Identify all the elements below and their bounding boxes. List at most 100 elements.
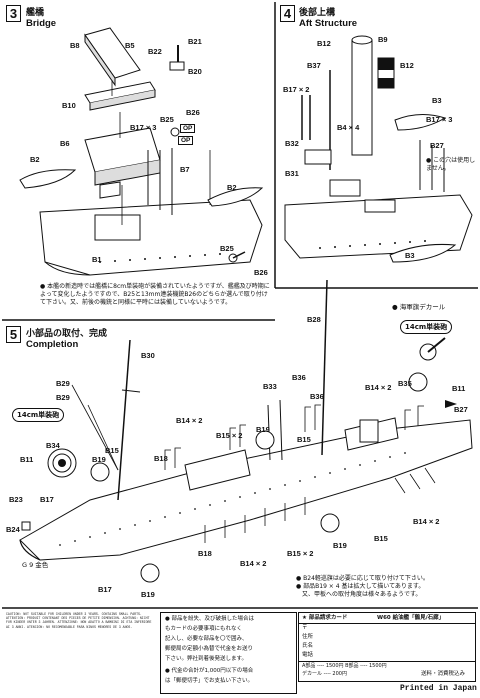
completion-note: ● B24軽巡旗は必要に応じて取り付けて下さい。 ● 部品B19 × 4 基は拡… xyxy=(296,575,429,598)
part-label: B15 × 2 xyxy=(287,549,314,558)
callout-14cm-gun-left: 14cm単装砲 xyxy=(12,408,65,422)
parts-order-instructions: ● 部品を紛失、及び破損した場合は もカードの必要事項にもれなく 記入し、必要な… xyxy=(160,612,297,694)
part-label: B25 xyxy=(220,244,234,253)
part-label: B2 xyxy=(30,155,40,164)
part-label: B11 xyxy=(452,384,466,393)
section-title-jp: 後部上構 xyxy=(299,8,336,18)
part-label: B5 xyxy=(125,41,135,50)
part-label: B11 xyxy=(20,455,34,464)
part-label: B12 xyxy=(317,39,331,48)
part-label: B14 × 2 xyxy=(240,559,267,568)
part-label: B3 xyxy=(432,96,442,105)
part-label: B15 xyxy=(297,435,311,444)
part-label: B32 xyxy=(285,139,299,148)
part-label: B34 xyxy=(46,441,60,450)
part-label: B29 xyxy=(56,379,70,388)
part-label: B8 xyxy=(70,41,80,50)
unused-hole-note: ● この穴は使用しません。 xyxy=(426,157,476,172)
part-label: B14 × 2 xyxy=(365,383,392,392)
part-label: B17 × 3 xyxy=(426,115,453,124)
section-title-en: Aft Structure xyxy=(299,18,358,29)
aft-drawing xyxy=(284,35,473,263)
part-label: B7 xyxy=(180,165,190,174)
part-label: B2 xyxy=(227,183,237,192)
parts-order-card: ★ 部品請求カード W60 給油艦「鶴見/石廊」 〒 住所 氏名 電話 A部品 … xyxy=(298,612,476,682)
order-text-line: 記入し、必要な部品を〇で囲み、 xyxy=(165,636,248,642)
part-label: B15 xyxy=(105,446,119,455)
order-text-line: もカードの必要事項にもれなく xyxy=(165,626,243,632)
completion-drawing xyxy=(19,279,473,583)
section-title-jp: 小部品の取付、完成 xyxy=(26,329,108,339)
part-label: B25 xyxy=(160,115,174,124)
order-text-line: 郵便局の定額小為替で代金をお送り xyxy=(165,646,254,652)
card-field-zip: 〒 xyxy=(302,625,308,631)
part-label: B36 xyxy=(292,373,306,382)
part-label: B19 xyxy=(256,425,270,434)
part-label: B33 xyxy=(263,382,277,391)
part-label: B17 × 3 xyxy=(130,123,157,132)
part-label: B19 xyxy=(92,455,106,464)
part-label: B28 xyxy=(307,315,321,324)
section-title-en: Completion xyxy=(26,339,79,350)
part-label: B36 xyxy=(310,392,324,401)
printed-in: Printed in Japan xyxy=(400,684,477,693)
part-label: B17 × 2 xyxy=(283,85,310,94)
part-label: B26 xyxy=(254,268,268,277)
part-label: B30 xyxy=(141,351,155,360)
part-label: B14 × 2 xyxy=(176,416,203,425)
part-label: B18 xyxy=(154,454,168,463)
part-label: B29 xyxy=(56,393,70,402)
card-title: ★ 部品請求カード xyxy=(302,615,348,621)
part-label: B27 xyxy=(454,405,468,414)
section-title-en: Bridge xyxy=(26,18,57,29)
part-label: B23 xyxy=(9,495,23,504)
safety-warning: CAUTION: NOT SUITABLE FOR CHILDREN UNDER… xyxy=(6,612,152,629)
part-label: B1 xyxy=(92,255,102,264)
part-label: B27 xyxy=(430,141,444,150)
card-field-address: 住所 xyxy=(302,634,314,640)
part-label: B22 xyxy=(148,47,162,56)
part-label: B26 xyxy=(186,108,200,117)
section-number: 5 xyxy=(6,326,21,343)
section-number: 4 xyxy=(280,5,295,22)
bridge-drawing xyxy=(19,27,264,276)
part-label: B35 xyxy=(398,379,412,388)
callout-14cm-gun-right: 14cm単装砲 xyxy=(400,320,453,334)
option-label: OP xyxy=(180,124,196,133)
part-label: B6 xyxy=(60,139,70,148)
part-label: B14 × 2 xyxy=(413,517,440,526)
order-text-line: 下さい。弊社到着後発送します。 xyxy=(165,656,247,662)
section-number: 3 xyxy=(6,5,21,22)
part-label: B17 xyxy=(98,585,112,594)
bridge-note: ● 本艦の新造時では艦橋に8cm単装砲が装備されていたようですが、艦艦及び時期に… xyxy=(40,283,270,306)
option-label: OP xyxy=(178,136,194,145)
part-label: B37 xyxy=(307,61,321,70)
part-label: B18 xyxy=(198,549,212,558)
part-label: B10 xyxy=(62,101,76,110)
part-label: B24 xyxy=(6,525,20,534)
section-title-jp: 艦橋 xyxy=(26,8,45,18)
part-label: B3 xyxy=(405,251,415,260)
order-text-line: ● 代金の合計が1,000円以下の場合 xyxy=(165,668,254,674)
part-label: B19 xyxy=(333,541,347,550)
order-text-line: ● 部品を紛失、及び破損した場合は xyxy=(165,616,255,622)
part-label: B17 xyxy=(40,495,54,504)
card-field-name: 氏名 xyxy=(302,643,314,649)
card-prices: A部品 ---- 1500円 B部品 ---- 1500円 xyxy=(302,663,387,669)
part-label: B20 xyxy=(188,67,202,76)
card-model: W60 給油艦「鶴見/石廊」 xyxy=(377,615,445,621)
color-label: G 9 金色 xyxy=(22,561,49,569)
part-label: B4 × 4 xyxy=(337,123,360,132)
decal-label: ● 海軍旗デカール xyxy=(392,303,446,311)
part-label: B9 xyxy=(378,35,388,44)
part-label: B31 xyxy=(285,169,299,178)
part-label: B15 xyxy=(374,534,388,543)
part-label: B15 × 2 xyxy=(216,431,243,440)
card-field-phone: 電話 xyxy=(302,652,314,658)
card-decal-price: デカール ---- 200円 xyxy=(302,671,347,677)
part-label: B21 xyxy=(188,37,202,46)
order-text-line: は「郵便切手」でお支払い下さい。 xyxy=(165,678,254,684)
part-label: B12 xyxy=(400,61,414,70)
part-label: B19 xyxy=(141,590,155,599)
